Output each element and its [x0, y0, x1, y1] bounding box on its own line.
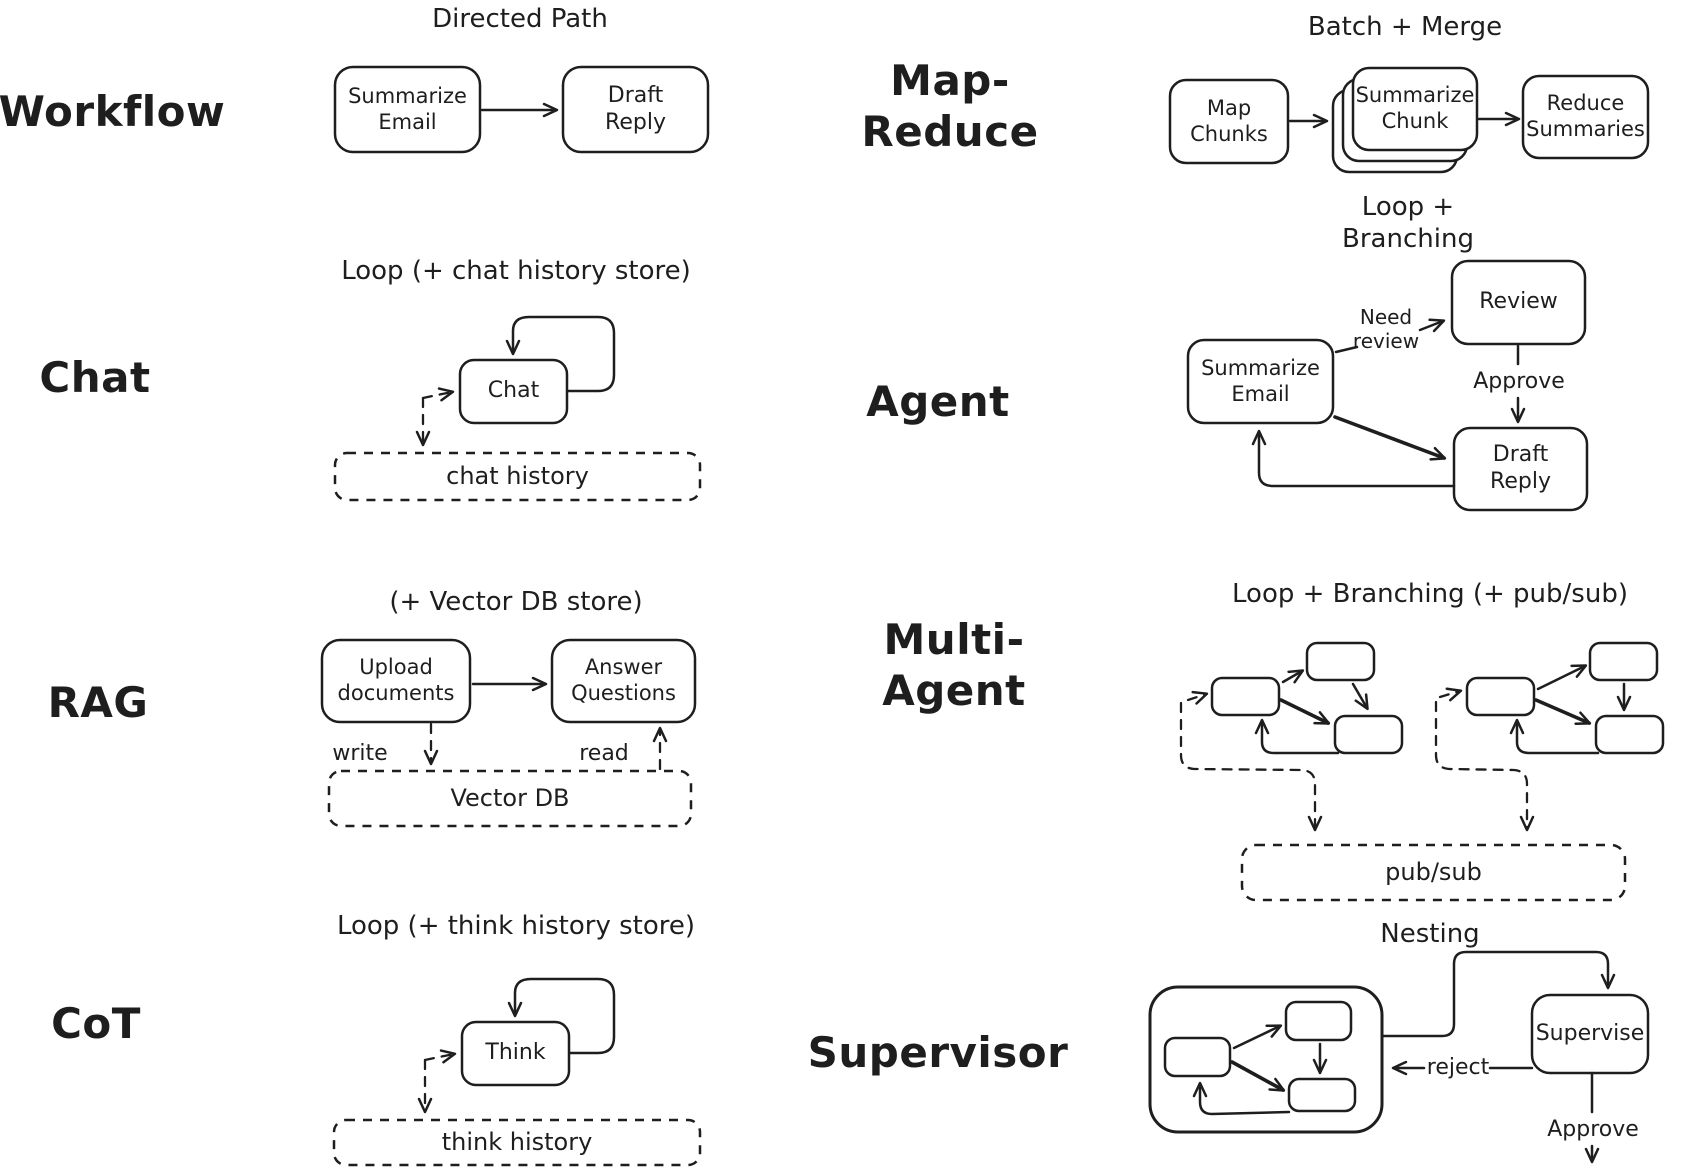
reject-edge-label: reject	[1426, 1054, 1490, 1080]
ma-right-start-box	[1465, 676, 1536, 717]
map-chunks-box	[1168, 78, 1290, 165]
write-edge-label: write	[332, 740, 388, 766]
chat-node-label: Chat	[487, 378, 540, 404]
supervisor-approve-edge-label: Approve	[1547, 1116, 1639, 1142]
map-reduce-section-label: Map-Reduce	[861, 55, 1039, 156]
chat-section-label: Chat	[39, 353, 151, 403]
ma-left-end-box	[1333, 714, 1404, 755]
container-to-supervise-arrow	[1380, 950, 1616, 1038]
ma-right-loop-arrow	[1509, 718, 1600, 755]
draft-to-summarize-loop-arrow	[1251, 429, 1456, 488]
think-box	[460, 1020, 571, 1087]
sup-inner-loop-arrow	[1192, 1081, 1291, 1116]
think-history-label: think history	[441, 1127, 593, 1156]
workflow-summarize-email-box	[333, 65, 482, 154]
agent-title: Loop + Branching	[1342, 192, 1474, 254]
ma-left-direct-arrow	[1279, 698, 1331, 725]
pub-sub-label: pub/sub	[1385, 857, 1482, 886]
agent-draft-reply-label: Draft Reply	[1490, 442, 1551, 494]
agent-diagram	[1186, 259, 1589, 512]
ma-left-branch-arrow	[1281, 669, 1305, 684]
upload-documents-label: Upload documents	[337, 655, 455, 705]
need-review-leader-line	[1334, 345, 1359, 354]
ma-left-to-pubsub-dashed-arrow	[1179, 701, 1323, 832]
cot-section-label: CoT	[51, 999, 141, 1049]
need-review-edge-label: Need review	[1352, 304, 1420, 353]
summarize-to-draft-arrow	[1333, 415, 1447, 461]
workflow-draft-reply-box	[561, 65, 710, 154]
ma-right-to-pubsub-dashed-arrow	[1434, 700, 1535, 832]
workflow-summarize-email-label: Summarize Email	[348, 83, 467, 134]
map-reduce-title: Batch + Merge	[1307, 12, 1503, 43]
chat-title: Loop (+ chat history store)	[341, 256, 691, 287]
rag-title: (+ Vector DB store)	[389, 587, 643, 618]
agent-summarize-email-label: Summarize Email	[1201, 355, 1320, 406]
supervisor-nested-container	[1148, 985, 1384, 1134]
chat-self-loop-arrow	[505, 315, 616, 393]
workflow-draft-reply-label: Draft Reply	[605, 82, 666, 135]
sup-inner-end-box	[1287, 1077, 1357, 1113]
workflow-title: Directed Path	[432, 4, 608, 35]
map-reduce-diagram	[1168, 66, 1650, 174]
chat-history-to-chat-dashed-arrow	[421, 387, 455, 402]
summarize-chunk-label: Summarize Chunk	[1355, 83, 1475, 133]
supervise-label: Supervise	[1535, 1020, 1645, 1046]
ma-left-down-arrow	[1351, 682, 1369, 711]
sup-inner-start-box	[1163, 1036, 1232, 1078]
supervisor-section-label: Supervisor	[807, 1028, 1069, 1078]
history-to-think-dashed-arrow	[423, 1049, 457, 1064]
summarize-chunk-box	[1351, 66, 1479, 152]
multi-agent-title: Loop + Branching (+ pub/sub)	[1232, 579, 1628, 610]
agent-review-label: Review	[1479, 289, 1558, 315]
multi-agent-diagram	[1179, 641, 1665, 902]
ma-right-dashed-in-arrow	[1438, 687, 1463, 702]
workflow-diagram	[333, 65, 710, 154]
rag-section-label: RAG	[47, 678, 149, 728]
reduce-summaries-box	[1521, 74, 1650, 160]
need-review-arrow	[1418, 318, 1446, 333]
agent-section-label: Agent	[866, 377, 1010, 427]
vector-db-store-box	[327, 769, 693, 828]
supervisor-diagram	[1148, 950, 1650, 1164]
ma-right-direct-arrow	[1534, 698, 1592, 725]
reduce-summaries-label: Reduce Summaries	[1526, 91, 1645, 141]
sup-inner-top-box	[1284, 1000, 1353, 1042]
rag-diagram	[320, 638, 697, 828]
agent-approve-edge-label: Approve	[1473, 368, 1565, 394]
supervise-box	[1530, 993, 1650, 1075]
agent-review-box	[1450, 259, 1587, 346]
sup-inner-direct-arrow	[1230, 1060, 1286, 1092]
answer-questions-label: Answer Questions	[571, 655, 676, 705]
upload-documents-box	[320, 638, 472, 724]
ma-left-start-box	[1210, 676, 1281, 717]
cot-title: Loop (+ think history store)	[336, 911, 696, 942]
map-chunks-label: Map Chunks	[1190, 95, 1268, 146]
supervisor-title: Nesting	[1380, 919, 1480, 950]
sup-inner-branch-arrow	[1232, 1024, 1283, 1050]
ma-right-top-box	[1588, 641, 1659, 682]
ma-right-branch-arrow	[1536, 664, 1588, 691]
chat-history-label: chat history	[446, 461, 589, 490]
multi-agent-section-label: Multi-Agent	[882, 614, 1026, 715]
cot-diagram	[332, 977, 702, 1167]
think-node-label: Think	[485, 1040, 546, 1066]
chat-box	[458, 358, 569, 425]
ma-left-top-box	[1305, 641, 1376, 682]
read-edge-label: read	[579, 740, 629, 766]
ma-left-dashed-in-arrow	[1186, 690, 1209, 705]
agent-draft-reply-box	[1452, 426, 1589, 512]
think-self-loop-arrow	[507, 977, 616, 1055]
chat-diagram	[333, 315, 702, 502]
workflow-section-label: Workflow	[0, 87, 226, 137]
answer-questions-box	[550, 638, 697, 724]
think-history-store-box	[332, 1118, 702, 1167]
pub-sub-store-box	[1240, 843, 1627, 902]
ma-left-loop-arrow	[1254, 718, 1340, 755]
vector-db-label: Vector DB	[450, 783, 570, 812]
chat-history-store-box	[333, 451, 702, 502]
agent-summarize-email-box	[1186, 338, 1335, 425]
ma-right-end-box	[1594, 714, 1665, 755]
